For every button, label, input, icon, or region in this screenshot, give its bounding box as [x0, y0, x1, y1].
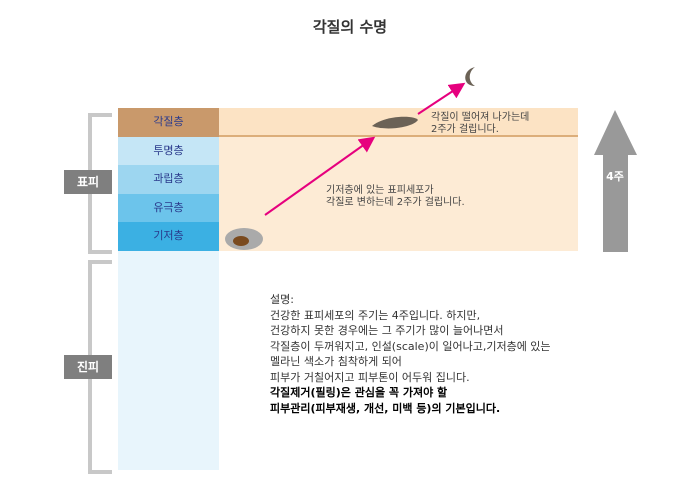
description-line: 각질층이 두꺼워지고, 인설(scale)이 일어나고,기저층에 있는 [270, 339, 551, 353]
dermis-label: 진피 [64, 355, 112, 379]
up-arrow-icon [594, 110, 637, 252]
epidermis-label: 표피 [64, 170, 112, 194]
description-line: 멜라닌 색소가 침착하게 되어 [270, 355, 402, 368]
description-line: 피부가 거칠어지고 피부톤이 어두워 집니다. [270, 370, 470, 384]
page-title: 각질의 수명 [312, 18, 388, 36]
flake-icon [372, 116, 418, 129]
layer-corneum: 각질층 [118, 108, 219, 137]
layer-lucidum: 투명층 [118, 137, 219, 166]
description-bold-line: 각질제거(필링)은 관심을 꼭 가져야 할 [270, 386, 448, 399]
description-line: 건강한 표피세포의 주기는 4주입니다. 하지만, [270, 308, 481, 322]
note-line: 2주가 걸립니다. [431, 124, 499, 135]
note-transformation: 기저층에 있는 표피세포가 각질로 변하는데 2주가 걸립니다. [326, 185, 465, 209]
note-line: 각질로 변하는데 2주가 걸립니다. [326, 197, 465, 208]
description-heading: 설명: [270, 293, 294, 306]
arrow-shedding [417, 82, 466, 115]
shed-flake-icon [465, 67, 475, 86]
note-shedding: 각질이 떨어져 나가는데 2주가 걸립니다. [431, 112, 529, 136]
description: 설명: 건강한 표피세포의 주기는 4주입니다. 하지만, 건강하지 못한 경우… [270, 292, 551, 416]
nucleus-icon [233, 236, 249, 246]
note-line: 각질이 떨어져 나가는데 [431, 112, 530, 123]
note-line: 기저층에 있는 표피세포가 [326, 185, 434, 196]
description-bold-line: 피부관리(피부재생, 개선, 미백 등)의 기본입니다. [270, 401, 501, 415]
layer-spinosum: 유극층 [118, 194, 219, 223]
dermis-column [118, 251, 219, 470]
arrow-to-corneum [264, 136, 376, 216]
description-line: 건강하지 못한 경우에는 그 주기가 많이 늘어나면서 [270, 324, 504, 337]
layer-granulosum: 과립층 [118, 165, 219, 194]
arrow-label: 4주 [606, 170, 624, 183]
layer-basale: 기저층 [118, 222, 219, 251]
